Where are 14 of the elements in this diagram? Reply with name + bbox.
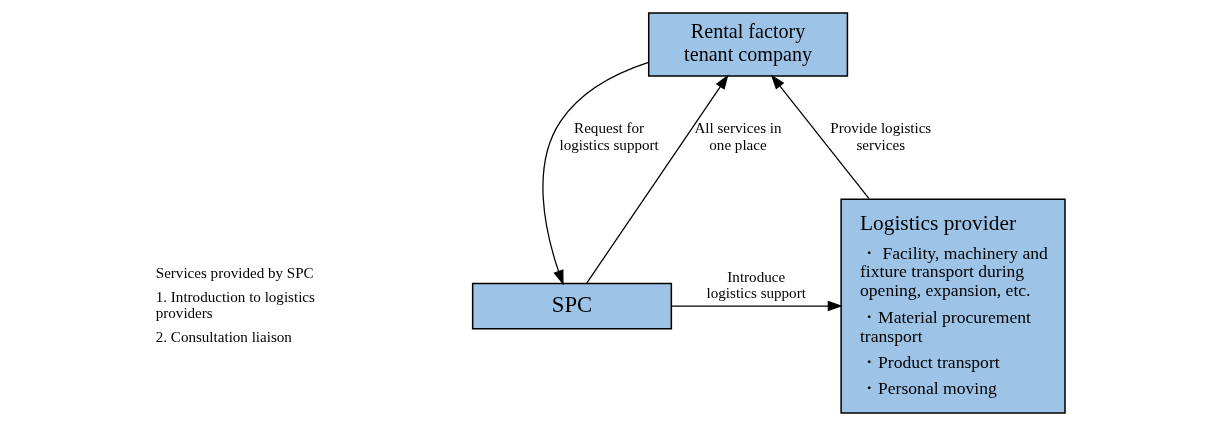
node-box: SPC: [471, 282, 673, 330]
node-box: Rental factory tenant company: [647, 12, 849, 77]
arrow: [585, 74, 729, 284]
label: 1. Introduction to logistics providers: [155, 288, 315, 322]
arrow: [671, 300, 843, 312]
edge-label: Request for logistics support: [559, 120, 659, 153]
node-box: Logistics provider ・ Facility, machinery and fixture transport during opening, expansion, etc. ・Material procurement transport ・Product transport ・Personal moving: [840, 198, 1066, 414]
edge-label: Introduce logistics support: [706, 268, 806, 302]
edge-label: Provide logistics services: [830, 120, 932, 153]
label: Services provided by SPC: [155, 264, 314, 281]
arrow: [542, 61, 650, 286]
label: 2. Consultation liaison: [155, 329, 292, 346]
arrow: [770, 74, 870, 200]
edge-label: All services in one place: [694, 120, 782, 153]
